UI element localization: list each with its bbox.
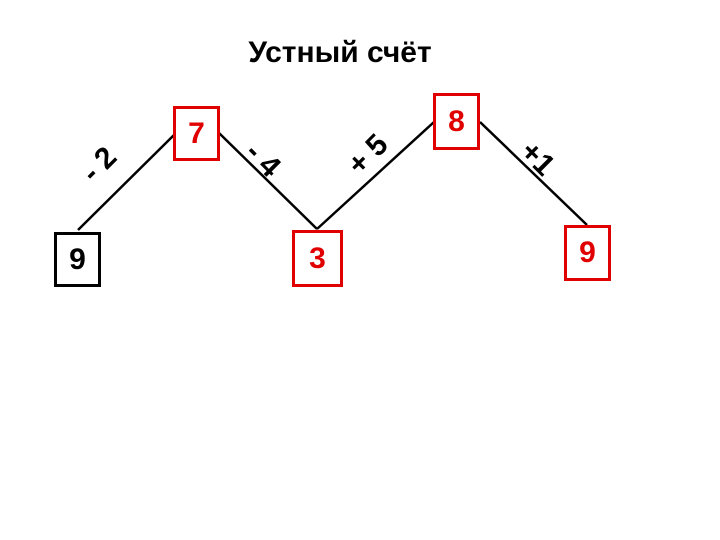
number-box-answer-2: 3 xyxy=(292,230,343,287)
number-box-answer-3: 8 xyxy=(433,93,480,150)
slide-title: Устный счёт xyxy=(248,36,432,69)
number-box-answer-4: 9 xyxy=(564,225,611,281)
number-box-answer-1: 7 xyxy=(173,106,220,161)
number-box-start: 9 xyxy=(54,232,101,287)
